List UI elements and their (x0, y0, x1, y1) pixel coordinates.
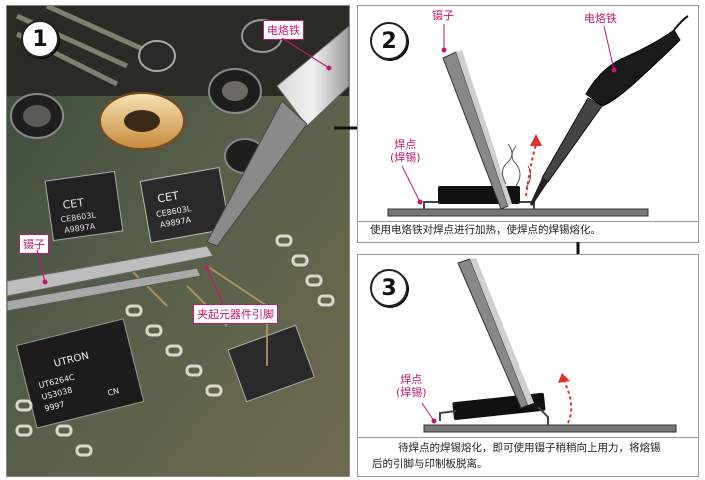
step3-badge: 3 (370, 269, 408, 307)
step2-caption: 使用电烙铁对焊点进行加热，使焊点的焊锡熔化。 (358, 221, 698, 241)
step2-solder-line1: 焊点 (394, 138, 417, 151)
chip2-line1: CET (156, 189, 180, 206)
step3-caption-line2: 后的引脚与印制板脱离。 (372, 458, 488, 470)
step3-caption: 待焊点的焊锡熔化，即可使用镊子稍稍向上用力，将熔锡 后的引脚与印制板脱离。 (358, 437, 698, 475)
step3-caption-line1: 待焊点的焊锡熔化，即可使用镊子稍稍向上用力，将熔锡 (398, 442, 661, 454)
step3-solder-line1: 焊点 (400, 373, 423, 386)
photo-label-tweezers: 镊子 (19, 234, 49, 254)
photo-label-clamp-pin: 夹起元器件引脚 (193, 304, 278, 324)
step1-badge: 1 (21, 20, 59, 58)
step2-illustration (387, 15, 689, 217)
chip1-line1: CET (62, 196, 85, 212)
step2-label-iron: 电烙铁 (584, 12, 617, 25)
pcb-photo: CET CE8603L A9897A CET CE8603L A9897A UT… (6, 5, 350, 477)
ic-line5: CN (107, 386, 120, 398)
step2-badge: 2 (370, 22, 408, 60)
step2-panel: 2 镊子 电烙铁 焊点 (焊锡) 使用电烙铁对焊点进行加热，使焊点的焊锡熔化。 (357, 5, 699, 243)
step2-label-solder: 焊点 (焊锡) (390, 138, 421, 164)
step3-solder-line2: (焊锡) (396, 386, 427, 399)
photo-leader-tweezers (36, 249, 48, 285)
chip1-line3: A9897A (64, 222, 97, 235)
step3-label-solder: 焊点 (焊锡) (396, 373, 427, 399)
pcb-photo-illustration: CET CE8603L A9897A CET CE8603L A9897A UT… (7, 6, 349, 476)
photo-leader-clamp (204, 265, 224, 305)
step2-solder-line2: (焊锡) (390, 151, 421, 164)
step3-illustration (421, 258, 677, 433)
step2-label-tweezers: 镊子 (432, 9, 454, 22)
step3-panel: 3 焊点 (焊锡) 待焊点的焊锡熔化，即可使用镊子稍稍向上用力，将熔锡 后的引脚… (357, 254, 699, 477)
photo-leader-iron (281, 37, 332, 71)
